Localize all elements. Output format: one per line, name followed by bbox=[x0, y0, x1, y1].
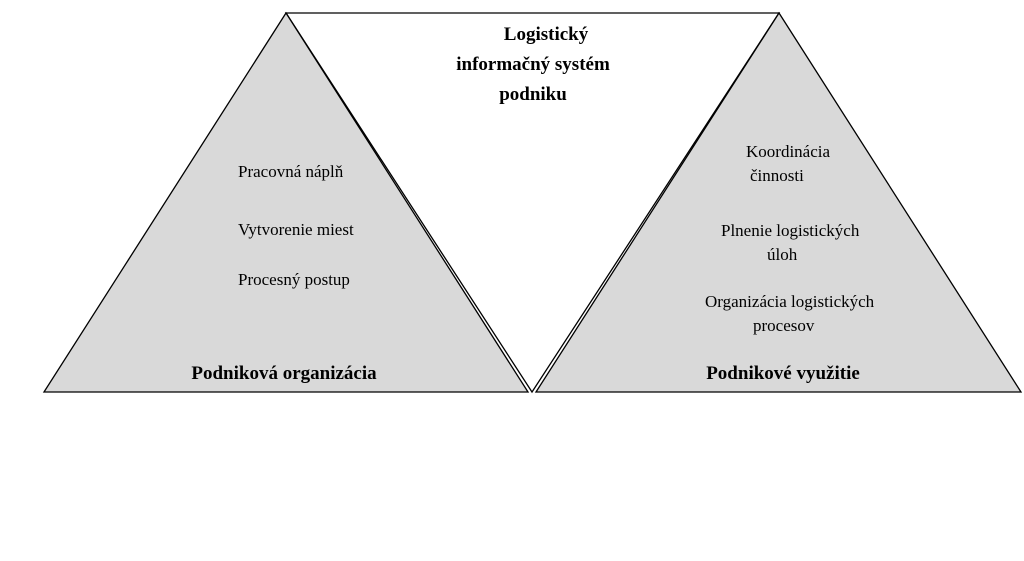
left-triangle bbox=[42, 11, 530, 393]
right-item-coordination-line-1: Koordinácia bbox=[746, 142, 830, 161]
center-title-line-3: podniku bbox=[499, 84, 567, 105]
right-base-label: Podnikové využitie bbox=[706, 363, 860, 384]
left-item-job-creation: Vytvorenie miest bbox=[238, 220, 354, 239]
left-base-label: Podniková organizácia bbox=[191, 363, 377, 384]
right-item-tasks-line-2: úloh bbox=[767, 245, 798, 264]
right-triangle bbox=[534, 11, 1023, 393]
right-item-coordination-line-2: činnosti bbox=[750, 166, 804, 185]
right-item-organization-line-1: Organizácia logistických bbox=[705, 292, 875, 311]
left-item-work-content: Pracovná náplň bbox=[238, 162, 344, 181]
center-title-line-1: Logistický bbox=[504, 24, 589, 45]
left-item-process-procedure: Procesný postup bbox=[238, 270, 350, 289]
right-item-tasks-line-1: Plnenie logistických bbox=[721, 221, 860, 240]
right-item-organization-line-2: procesov bbox=[753, 316, 815, 335]
center-title-line-2: informačný systém bbox=[456, 54, 610, 75]
center-inverted-triangle bbox=[284, 12, 781, 394]
